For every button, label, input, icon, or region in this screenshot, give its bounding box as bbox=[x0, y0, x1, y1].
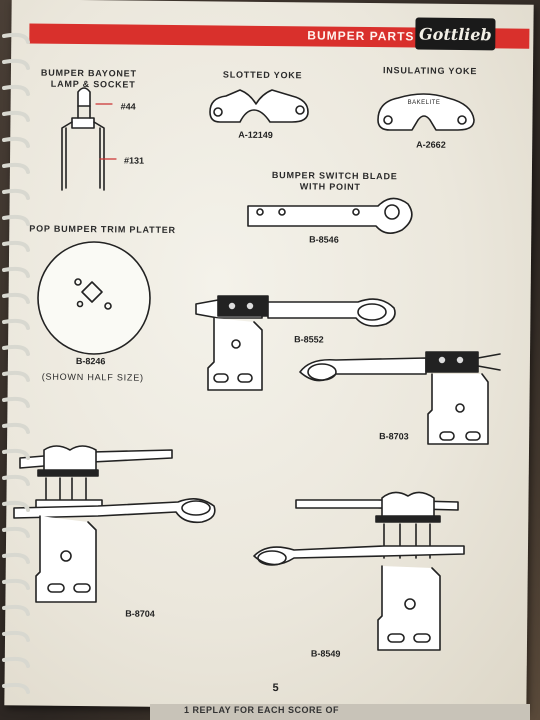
brand-text: Gottlieb bbox=[419, 25, 492, 45]
bayonet-socket-drawing bbox=[61, 87, 117, 191]
catalog-page: BUMPER PARTS Gottlieb BUMPER BAYONET LAM… bbox=[4, 0, 534, 711]
slotted-yoke-drawing bbox=[209, 89, 309, 123]
trim-platter-drawing bbox=[37, 241, 151, 355]
insulating-yoke-drawing bbox=[377, 93, 475, 131]
b8703-drawing bbox=[299, 351, 501, 445]
next-page-text: 1 REPLAY FOR EACH SCORE OF bbox=[184, 705, 340, 715]
brand-logo: Gottlieb bbox=[415, 17, 496, 51]
b8704-drawing bbox=[13, 445, 216, 603]
bakelite-text: BAKELITE bbox=[408, 100, 441, 106]
b8549-drawing bbox=[253, 491, 465, 651]
brand-logo-script: Gottlieb bbox=[419, 25, 492, 45]
next-page-strip bbox=[150, 704, 530, 720]
spiral-binding bbox=[2, 32, 30, 694]
b8552-drawing bbox=[195, 295, 396, 391]
switch-blade-drawing bbox=[247, 197, 413, 234]
